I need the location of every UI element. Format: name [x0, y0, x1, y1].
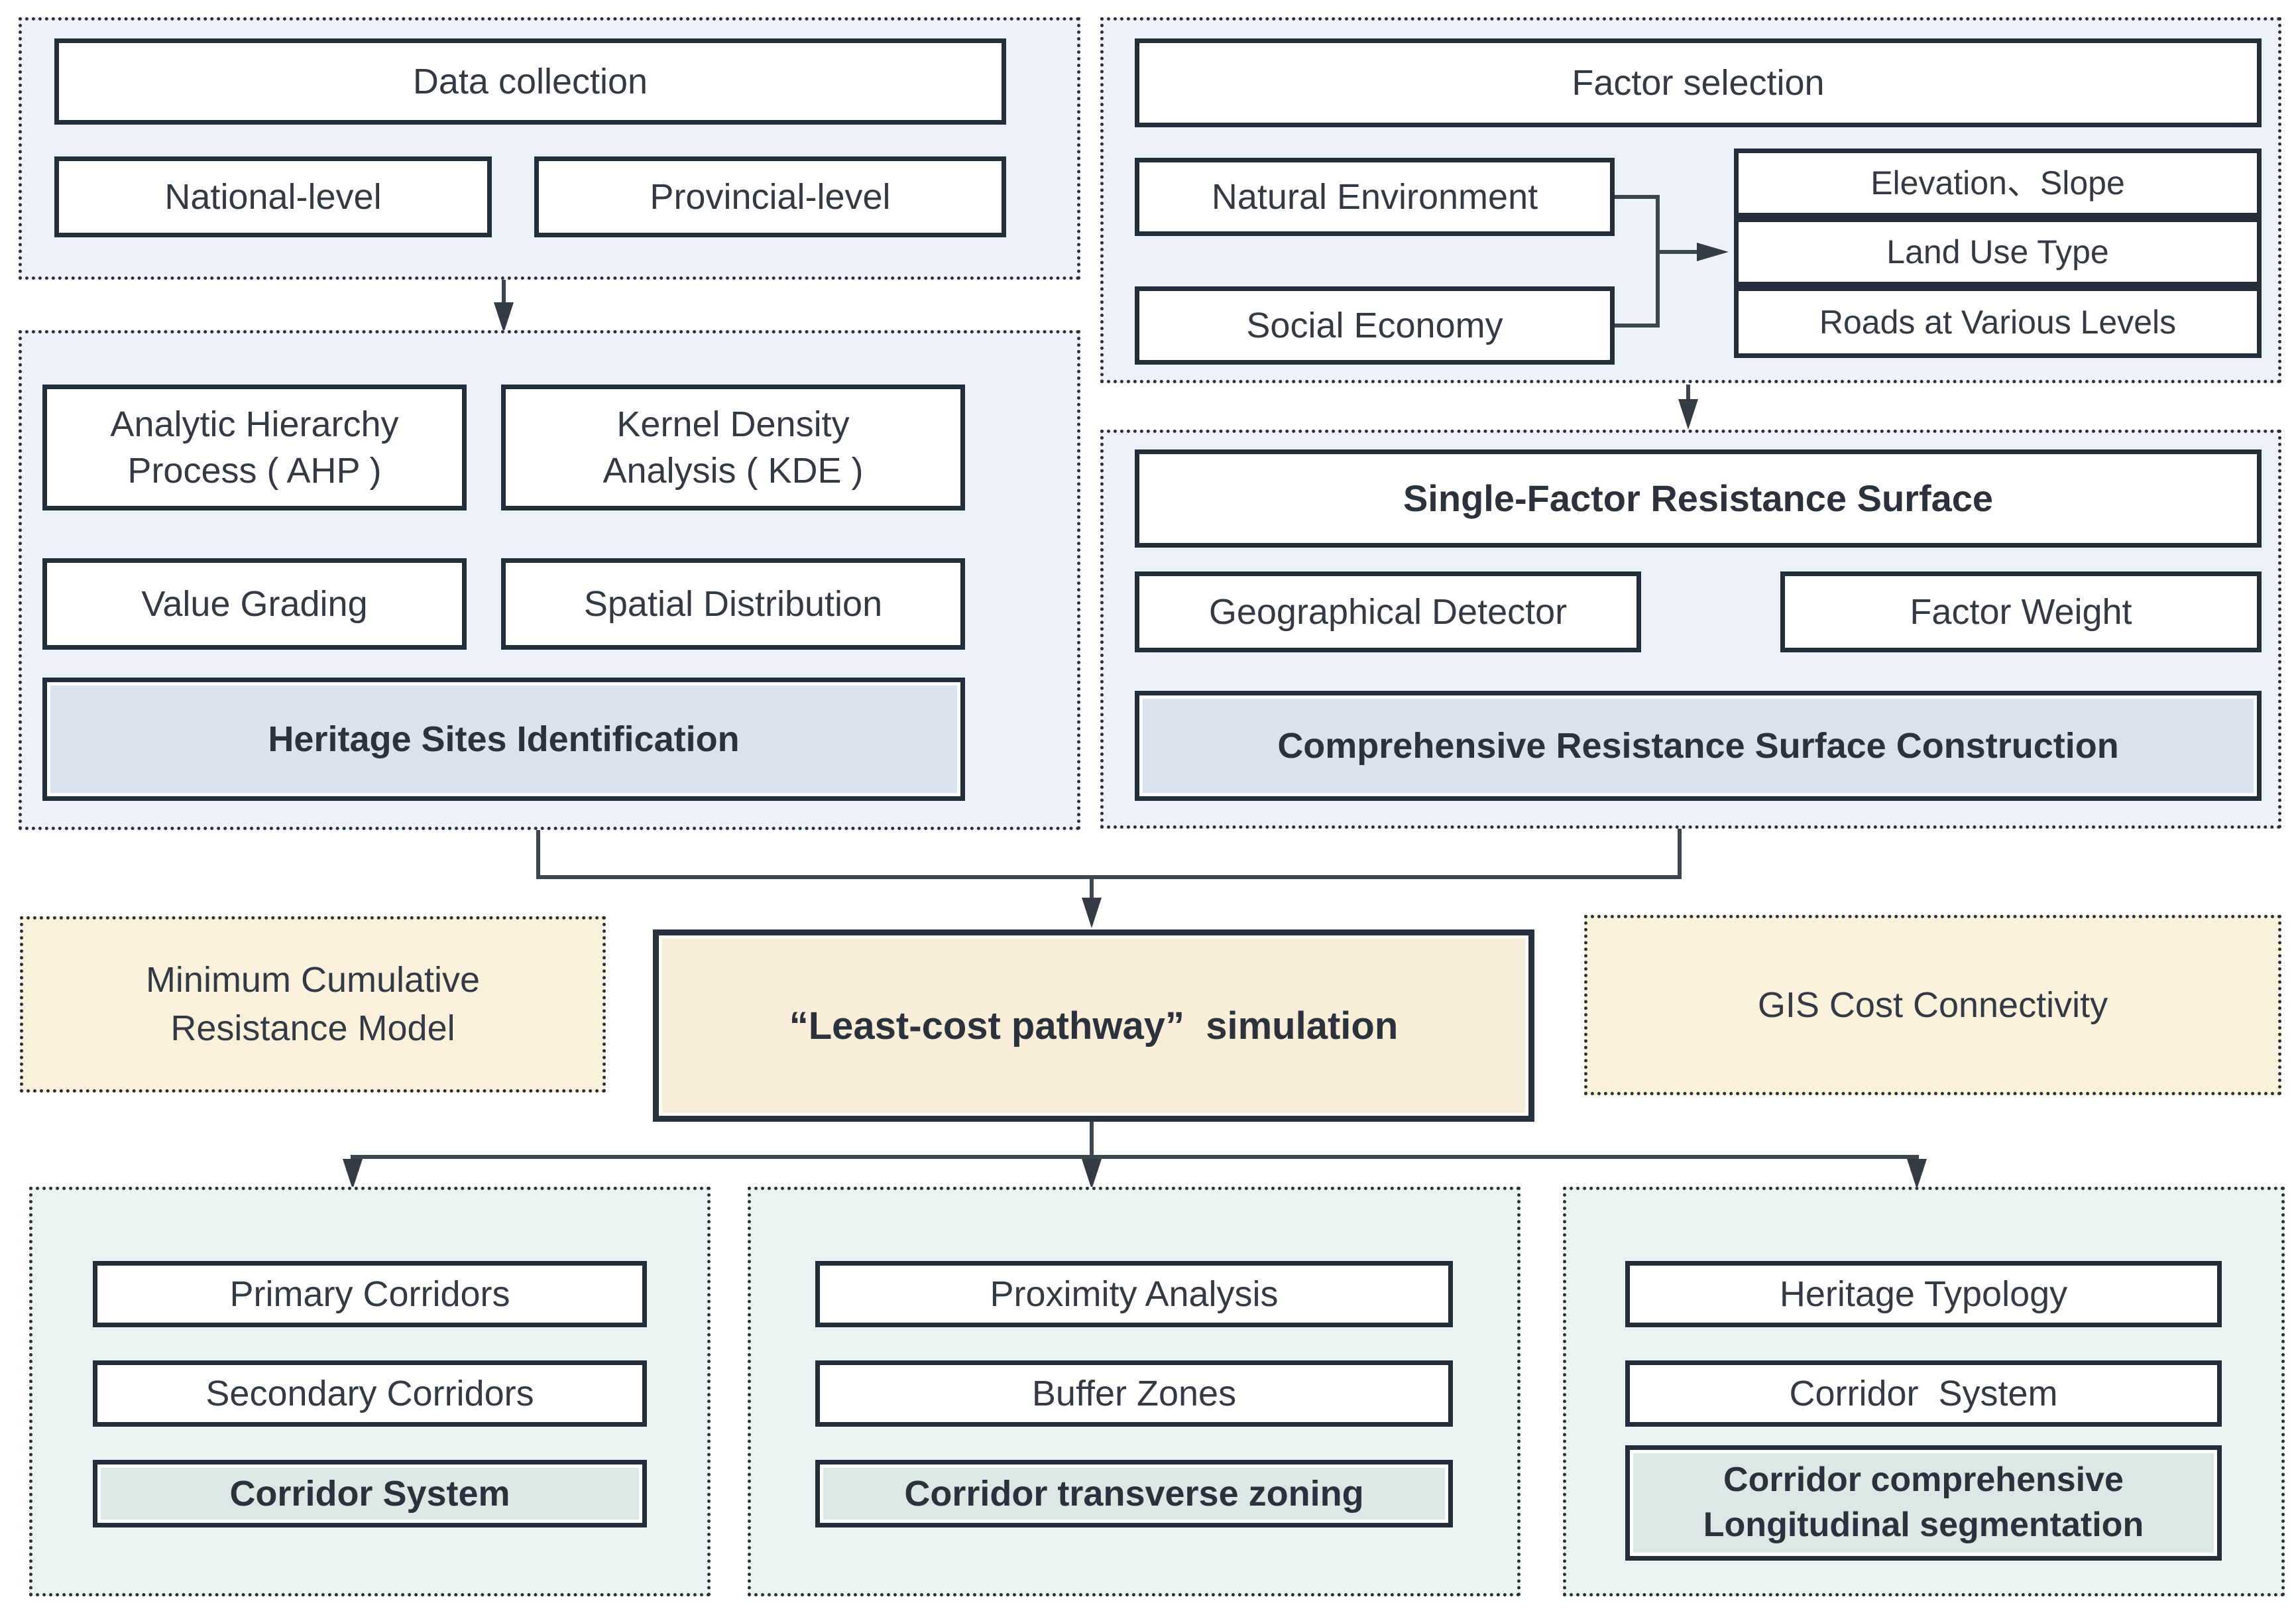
- arrow-down-icon: [1082, 898, 1102, 928]
- elevation-slope-box: Elevation、Slope: [1734, 149, 2262, 217]
- gis-cost-connectivity-box: GIS Cost Connectivity: [1584, 915, 2281, 1095]
- proximity-analysis-box: Proximity Analysis: [815, 1261, 1453, 1327]
- secondary-corridors-box: Secondary Corridors: [93, 1360, 647, 1427]
- buffer-zones-box: Buffer Zones: [815, 1360, 1453, 1427]
- connector-line: [1656, 250, 1702, 254]
- social-economy-box: Social Economy: [1135, 286, 1615, 365]
- connector-line: [1615, 324, 1660, 328]
- connector-line: [1090, 879, 1094, 900]
- arrow-down-icon: [1678, 399, 1698, 430]
- kde-box: Kernel Density Analysis ( KDE ): [501, 385, 965, 510]
- least-cost-pathway-box: “Least-cost pathway” simulation: [653, 929, 1534, 1122]
- connector-line: [1656, 195, 1660, 328]
- value-grading-box: Value Grading: [42, 558, 467, 650]
- corridor-transverse-zoning-box: Corridor transverse zoning: [815, 1460, 1453, 1527]
- arrow-down-icon: [1082, 1159, 1102, 1189]
- arrow-down-icon: [494, 302, 514, 333]
- corridor-system-box: Corridor System: [93, 1460, 647, 1527]
- arrow-down-icon: [343, 1159, 363, 1189]
- factor-weight-box: Factor Weight: [1780, 571, 2262, 652]
- primary-corridors-box: Primary Corridors: [93, 1261, 647, 1327]
- data-collection-box: Data collection: [54, 38, 1006, 125]
- comprehensive-resistance-box: Comprehensive Resistance Surface Constru…: [1135, 691, 2262, 801]
- connector-line: [536, 875, 1682, 879]
- single-factor-resistance-box: Single-Factor Resistance Surface: [1135, 449, 2262, 548]
- corridor-system-secondary-box: Corridor System: [1625, 1360, 2222, 1427]
- heritage-sites-identification-box: Heritage Sites Identification: [42, 678, 965, 801]
- connector-line: [1090, 1122, 1094, 1159]
- connector-line: [536, 830, 540, 879]
- ahp-box: Analytic Hierarchy Process ( AHP ): [42, 385, 467, 510]
- arrow-down-icon: [1907, 1159, 1927, 1189]
- heritage-typology-box: Heritage Typology: [1625, 1261, 2222, 1327]
- geographical-detector-box: Geographical Detector: [1135, 571, 1641, 652]
- spatial-distribution-box: Spatial Distribution: [501, 558, 965, 650]
- corridor-comprehensive-longitudinal-box: Corridor comprehensive Longitudinal segm…: [1625, 1445, 2222, 1561]
- connector-line: [351, 1155, 1919, 1159]
- provincial-level-box: Provincial-level: [534, 156, 1006, 237]
- arrow-right-icon: [1697, 243, 1729, 261]
- connector-line: [1615, 195, 1660, 199]
- connector-line: [502, 280, 506, 306]
- land-use-type-box: Land Use Type: [1734, 217, 2262, 286]
- mcr-model-box: Minimum Cumulative Resistance Model: [20, 916, 606, 1093]
- factor-selection-box: Factor selection: [1135, 38, 2262, 127]
- natural-environment-box: Natural Environment: [1135, 158, 1615, 236]
- national-level-box: National-level: [54, 156, 492, 237]
- roads-levels-box: Roads at Various Levels: [1734, 286, 2262, 358]
- connector-line: [1686, 385, 1690, 403]
- connector-line: [1678, 829, 1682, 879]
